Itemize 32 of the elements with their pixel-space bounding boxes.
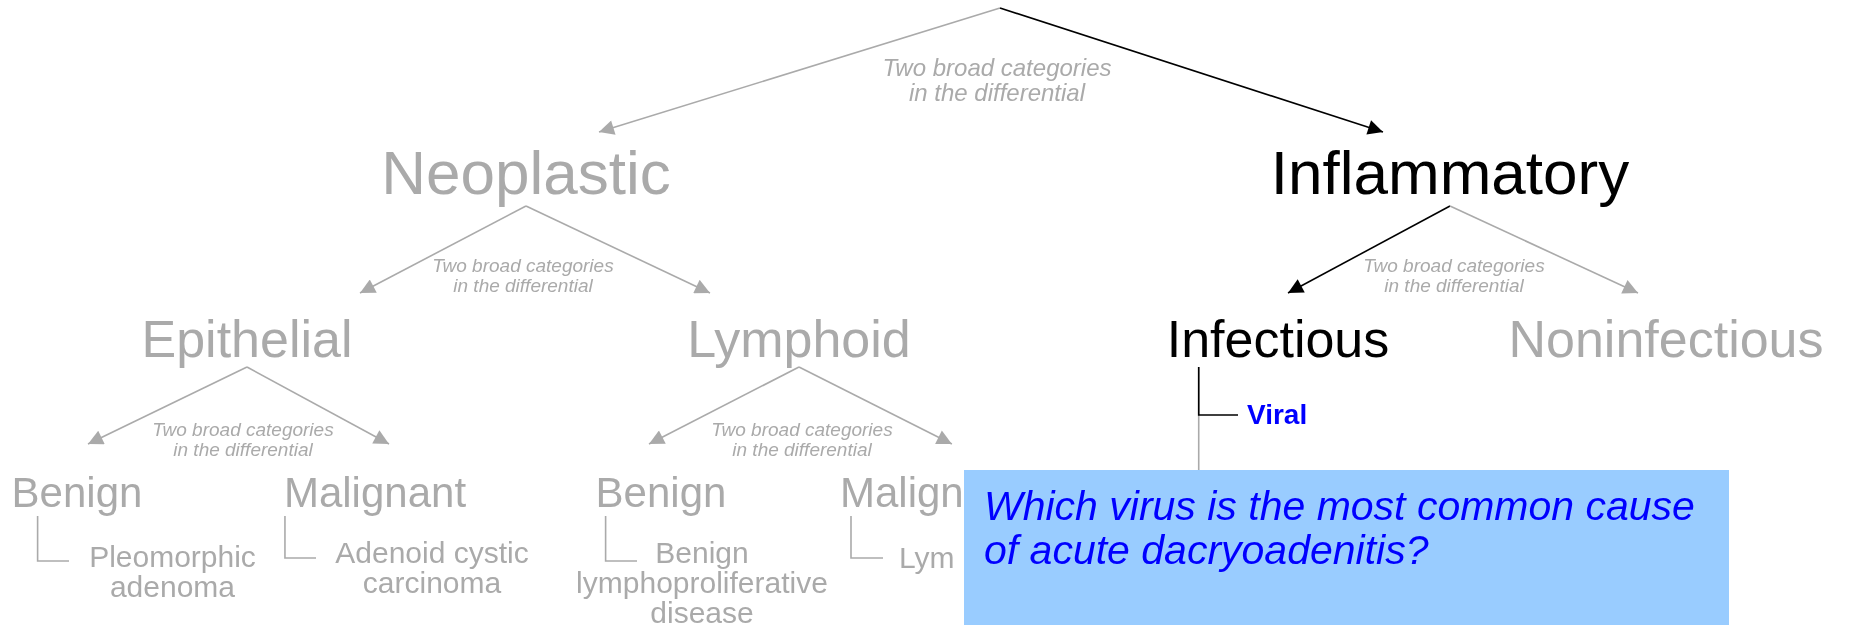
arrow <box>525 205 711 294</box>
category-note: Two broad categories in the differential <box>1362 256 1546 296</box>
arrow <box>648 366 800 445</box>
class-label: Malignant <box>283 472 467 514</box>
diagnosis-label: Pleomorphic adenoma <box>69 542 276 602</box>
arrow <box>246 366 390 445</box>
connector-line <box>1197 366 1239 416</box>
connector-line <box>604 515 638 562</box>
connector-line <box>36 515 70 562</box>
arrow <box>87 366 248 445</box>
connector-line <box>850 515 884 559</box>
arrow <box>1287 205 1451 294</box>
class-label: Malign <box>840 472 964 514</box>
category-note: Two broad categories in the differential <box>710 420 894 460</box>
arrow <box>1449 205 1639 294</box>
subcategory-heading: Noninfectious <box>1508 313 1824 365</box>
diagnosis-label: Benign lymphoproliferative disease <box>566 538 838 628</box>
class-label: Benign <box>11 472 143 514</box>
subtype-label: Viral <box>1247 401 1308 429</box>
question-box: Which virus is the most common cause of acute dacryoadenitis? <box>964 470 1729 625</box>
category-note: Two broad categories in the differential <box>151 420 335 460</box>
arrow <box>798 366 953 445</box>
subcategory-heading: Infectious <box>1166 313 1390 365</box>
arrow <box>359 205 527 294</box>
class-label: Benign <box>595 472 727 514</box>
arrow <box>598 7 1001 135</box>
diagnosis-label: Adenoid cystic carcinoma <box>316 538 548 598</box>
diagnosis-label: Lym <box>899 543 955 573</box>
arrow <box>999 7 1384 135</box>
category-note: Two broad categories in the differential <box>881 54 1113 106</box>
category-note: Two broad categories in the differential <box>431 256 615 296</box>
connector-line <box>284 515 317 559</box>
